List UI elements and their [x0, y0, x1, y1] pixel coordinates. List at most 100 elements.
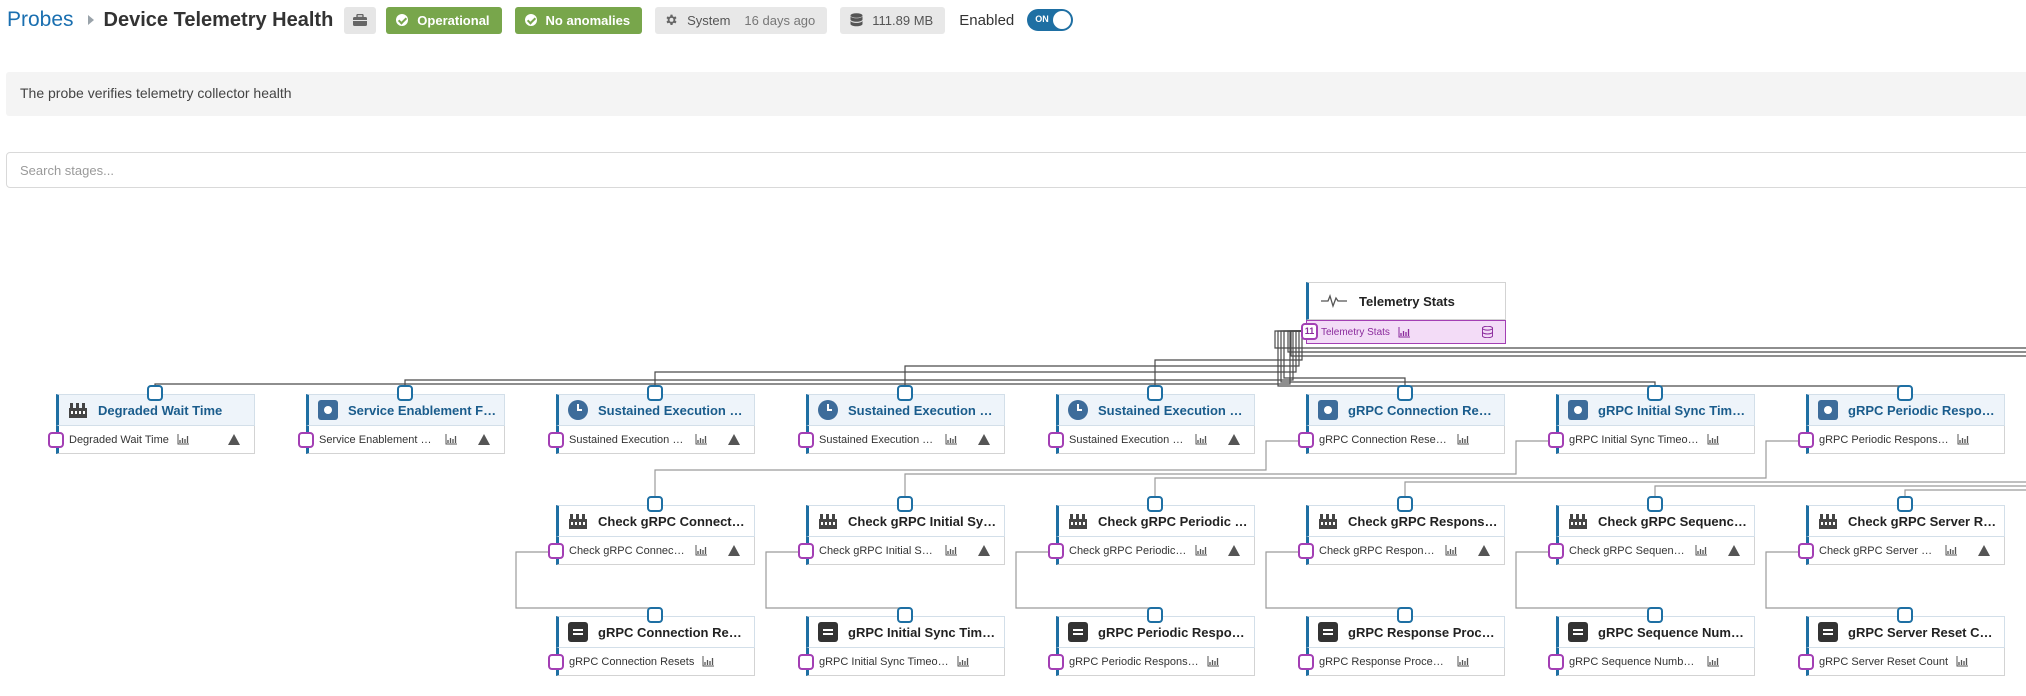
- input-port[interactable]: [1397, 385, 1413, 401]
- input-port[interactable]: [1147, 496, 1163, 512]
- stage-output-row[interactable]: Telemetry Stats: [1306, 320, 1506, 344]
- chart-icon[interactable]: [695, 434, 707, 445]
- chart-icon[interactable]: [1695, 545, 1707, 556]
- chart-icon[interactable]: [177, 434, 189, 445]
- anomaly-warning-icon[interactable]: [1228, 434, 1240, 445]
- stage-output-row[interactable]: Degraded Wait Time: [56, 426, 255, 454]
- input-port[interactable]: [1397, 496, 1413, 512]
- chart-icon[interactable]: [945, 545, 957, 556]
- input-port[interactable]: [897, 385, 913, 401]
- input-port[interactable]: [147, 385, 163, 401]
- stage-node[interactable]: gRPC Initial Sync Timeouts In LastgRPC I…: [1548, 385, 1755, 454]
- chart-icon[interactable]: [1398, 326, 1410, 338]
- chart-icon[interactable]: [702, 656, 715, 667]
- stage-node[interactable]: Check gRPC Server Reset CountCheck gRPC …: [1798, 496, 2005, 565]
- stage-node[interactable]: Check gRPC Response ProcessingCheck gRPC…: [1298, 496, 1505, 565]
- stage-output-row[interactable]: gRPC Sequence Number Overflows: [1556, 648, 1755, 676]
- stage-node[interactable]: Check gRPC Connection ResetsCheck gRPC C…: [548, 496, 755, 565]
- stage-output-row[interactable]: gRPC Periodic Response Timeouts: [1056, 648, 1255, 676]
- stage-node[interactable]: Sustained Execution UnderrunsSustained E…: [1048, 385, 1255, 454]
- stage-output-row[interactable]: gRPC Connection Resets In Last: [1306, 426, 1505, 454]
- stage-node[interactable]: Service Enablement FailuresService Enabl…: [298, 385, 505, 454]
- output-port[interactable]: [1798, 654, 1814, 670]
- output-port[interactable]: [1298, 654, 1314, 670]
- stage-node[interactable]: gRPC Sequence Number OverflowsgRPC Seque…: [1548, 607, 1755, 676]
- output-port[interactable]: [1548, 432, 1564, 448]
- output-port[interactable]: [548, 432, 564, 448]
- stage-node-header[interactable]: Sustained Execution Underruns: [1056, 394, 1255, 426]
- chart-icon[interactable]: [445, 434, 457, 445]
- chart-icon[interactable]: [1195, 434, 1207, 445]
- stage-output-row[interactable]: gRPC Connection Resets: [556, 648, 755, 676]
- output-port[interactable]: [1048, 543, 1064, 559]
- anomalies-badge[interactable]: No anomalies: [514, 6, 643, 34]
- anomaly-warning-icon[interactable]: [1728, 545, 1740, 556]
- stage-node[interactable]: Sustained Execution FailuresSustained Ex…: [548, 385, 755, 454]
- anomaly-warning-icon[interactable]: [978, 545, 990, 556]
- chart-icon[interactable]: [1957, 434, 1969, 445]
- anomaly-warning-icon[interactable]: [478, 434, 490, 445]
- output-port[interactable]: [1298, 432, 1314, 448]
- input-port[interactable]: [1647, 385, 1663, 401]
- stage-output-row[interactable]: Check gRPC Initial Sync Timeouts: [806, 537, 1005, 565]
- stage-node[interactable]: Sustained Execution TimeoutsSustained Ex…: [798, 385, 1005, 454]
- stage-output-row[interactable]: Check gRPC Response Processing: [1306, 537, 1505, 565]
- input-port[interactable]: [1897, 385, 1913, 401]
- input-port[interactable]: [1897, 496, 1913, 512]
- chart-icon[interactable]: [1707, 434, 1719, 445]
- stage-output-row[interactable]: Check gRPC Server Reset Count: [1806, 537, 2005, 565]
- chart-icon[interactable]: [957, 656, 969, 667]
- enabled-toggle[interactable]: ON: [1027, 9, 1074, 31]
- chart-icon[interactable]: [1945, 545, 1957, 556]
- stage-output-row[interactable]: gRPC Initial Sync Timeouts In Last: [1556, 426, 1755, 454]
- output-port[interactable]: [1798, 432, 1814, 448]
- anomaly-warning-icon[interactable]: [1478, 545, 1490, 556]
- input-port[interactable]: [1897, 607, 1913, 623]
- stage-output-row[interactable]: Check gRPC Periodic Response: [1056, 537, 1255, 565]
- output-port[interactable]: [798, 654, 814, 670]
- stage-output-row[interactable]: gRPC Response Processing Failures: [1306, 648, 1505, 676]
- chart-icon[interactable]: [1707, 656, 1719, 667]
- stage-output-row[interactable]: Service Enablement Failures: [306, 426, 505, 454]
- stage-output-row[interactable]: gRPC Server Reset Count: [1806, 648, 2005, 676]
- stage-node-telemetry-stats[interactable]: Telemetry Stats Telemetry Stats 11: [1301, 282, 1506, 344]
- status-operational-badge[interactable]: Operational: [386, 6, 502, 34]
- probe-type-badge[interactable]: [344, 6, 377, 34]
- stage-node[interactable]: gRPC Connection Resets In LastgRPC Conne…: [1298, 385, 1505, 454]
- output-port[interactable]: [1048, 654, 1064, 670]
- chart-icon[interactable]: [945, 434, 957, 445]
- output-port[interactable]: [1048, 432, 1064, 448]
- search-stages-input[interactable]: [6, 152, 2026, 188]
- stage-node-header[interactable]: Telemetry Stats: [1306, 282, 1506, 320]
- stage-output-row[interactable]: gRPC Periodic Response Timeouts: [1806, 426, 2005, 454]
- stage-output-row[interactable]: gRPC Initial Sync Timeouts: [806, 648, 1005, 676]
- output-port[interactable]: [798, 432, 814, 448]
- input-port[interactable]: [897, 607, 913, 623]
- chart-icon[interactable]: [1207, 656, 1219, 667]
- stage-node-header[interactable]: gRPC Connection Resets In Last: [1306, 394, 1505, 426]
- anomaly-warning-icon[interactable]: [728, 545, 740, 556]
- output-port[interactable]: [298, 432, 314, 448]
- database-icon[interactable]: [1482, 326, 1493, 338]
- input-port[interactable]: [1397, 607, 1413, 623]
- chart-icon[interactable]: [1445, 545, 1457, 556]
- stage-output-row[interactable]: Sustained Execution Timeouts: [806, 426, 1005, 454]
- output-port[interactable]: [48, 432, 64, 448]
- chart-icon[interactable]: [1457, 434, 1469, 445]
- anomaly-warning-icon[interactable]: [228, 434, 240, 445]
- output-port[interactable]: [548, 654, 564, 670]
- chart-icon[interactable]: [1457, 656, 1469, 667]
- input-port[interactable]: [1147, 385, 1163, 401]
- chart-icon[interactable]: [1956, 656, 1968, 667]
- input-port[interactable]: [897, 496, 913, 512]
- anomaly-warning-icon[interactable]: [1978, 545, 1990, 556]
- output-port-count[interactable]: 11: [1301, 323, 1318, 340]
- chart-icon[interactable]: [695, 545, 707, 556]
- input-port[interactable]: [647, 607, 663, 623]
- stage-node[interactable]: gRPC Response Processing FailuresgRPC Re…: [1298, 607, 1505, 676]
